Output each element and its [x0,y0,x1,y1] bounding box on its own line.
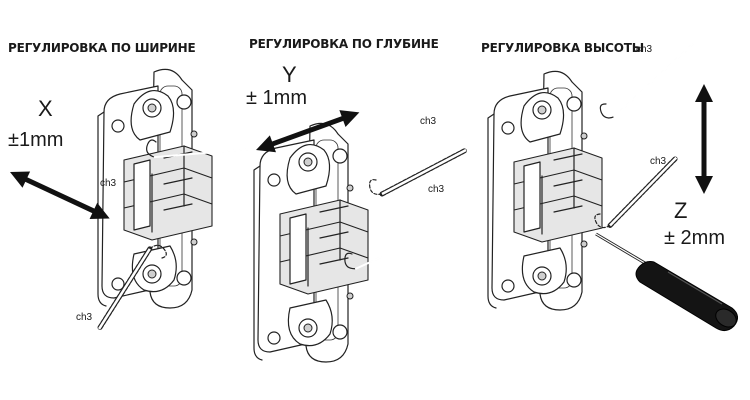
key-label-lower: ch3 [76,312,93,323]
concealed-hinge-icon [487,70,603,311]
panel-height-adjustment: Z ± 2mm ch3 ch3 [487,42,738,332]
panel-2-title: РЕГУЛИРОВКА ПО ГЛУБИНЕ [249,37,439,51]
screwdriver-icon [595,232,738,332]
key-label-upper: ch3 [100,178,117,189]
hex-key-dashed-icon [370,150,466,194]
concealed-hinge-icon [253,122,369,363]
hex-key-icon [591,42,705,121]
key-label-upper: ch3 [636,44,653,55]
double-arrow-icon [695,84,713,194]
axis-x-letter: X [38,96,53,121]
axis-z-range: ± 2mm [664,227,725,249]
panel-width-adjustment: X ±1mm ch3 ch3 [6,68,263,329]
axis-z-letter: Z [674,198,687,223]
axis-x-range: ±1mm [8,129,63,151]
key-label-lower: ch3 [650,156,667,167]
key-label-lower: ch3 [428,184,445,195]
panel-1-title: РЕГУЛИРОВКА ПО ШИРИНЕ [8,41,195,55]
key-label-upper: ch3 [420,116,437,127]
panel-3-title: РЕГУЛИРОВКА ВЫСОТЫ [481,41,644,55]
axis-y-range: ± 1mm [246,87,307,109]
panel-depth-adjustment: Y ± 1mm ch3 ch3 [246,62,466,363]
axis-y-letter: Y [282,62,297,87]
